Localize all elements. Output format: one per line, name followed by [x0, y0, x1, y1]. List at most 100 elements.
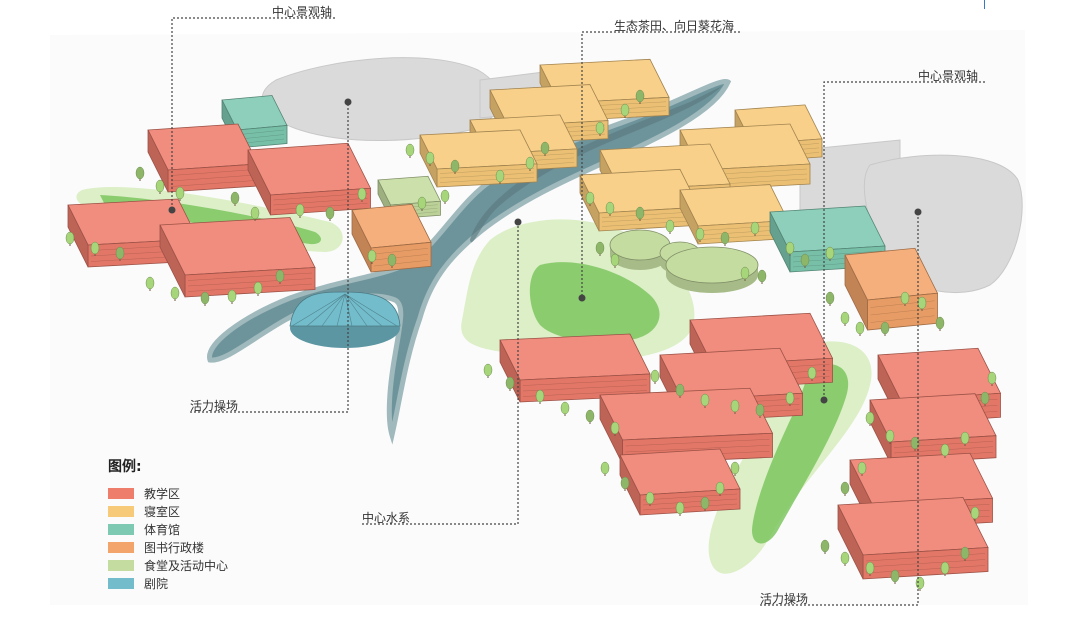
tree-icon	[645, 491, 655, 506]
tree-icon	[425, 151, 435, 166]
tree-icon	[560, 401, 570, 416]
tree-icon	[595, 241, 605, 256]
tree-icon	[820, 539, 830, 554]
teaching-block-2	[247, 142, 372, 216]
dining-pavilion-3	[665, 246, 759, 293]
dorm-block-4	[419, 129, 538, 188]
legend-swatch	[108, 559, 134, 571]
tree-icon	[230, 191, 240, 206]
tree-icon	[610, 253, 620, 268]
tree-icon	[700, 496, 710, 511]
tree-icon	[700, 393, 710, 408]
legend-swatch	[108, 577, 134, 589]
tree-icon	[295, 203, 305, 218]
tree-icon	[865, 411, 875, 426]
tree-icon	[450, 159, 460, 174]
tree-icon	[540, 141, 550, 156]
tree-icon	[730, 399, 740, 414]
tree-icon	[970, 506, 980, 521]
sunflower-field-core	[752, 363, 849, 544]
tree-icon	[855, 321, 865, 336]
teaching-block-9	[619, 448, 741, 516]
tree-icon	[635, 206, 645, 221]
legend-item-theater: 剧院	[108, 574, 228, 592]
teaching-block-11	[869, 393, 997, 465]
legend-item-dorm: 寝室区	[108, 502, 228, 520]
tree-icon	[750, 221, 760, 236]
legend-label: 教学区	[144, 486, 181, 501]
tree-icon	[940, 443, 950, 458]
central-water-inner	[470, 86, 722, 243]
legend-label: 图书行政楼	[144, 540, 205, 555]
tree-icon	[720, 231, 730, 246]
label-sports-bottom: 活力操场	[760, 592, 809, 606]
tree-icon	[595, 121, 605, 136]
dot-sports-left	[344, 98, 352, 106]
tree-icon	[115, 246, 125, 261]
tree-icon	[145, 276, 155, 291]
gym-top-left	[221, 95, 288, 149]
tree-icon	[610, 421, 620, 436]
tree-icon	[757, 269, 767, 284]
tree-icon	[825, 246, 835, 261]
tree-icon	[960, 546, 970, 561]
tree-icon	[825, 291, 835, 306]
legend-swatch	[108, 541, 134, 553]
legend-item-sports: 体育馆	[108, 520, 228, 538]
tree-icon	[890, 569, 900, 584]
tree-icon	[65, 231, 75, 246]
dining-pavilion-1	[609, 229, 671, 270]
dot-sports-bottom	[914, 208, 922, 216]
label-central-axis-right: 中心景观轴	[918, 69, 979, 83]
teaching-block-7	[499, 333, 651, 403]
legend-swatch	[108, 505, 134, 517]
legend-item-dining: 食堂及活动中心	[108, 556, 228, 574]
tree-icon	[800, 253, 810, 268]
tree-icon	[357, 187, 367, 202]
tree-icon	[227, 289, 237, 304]
dot-central-axis-right	[820, 396, 828, 404]
tree-icon	[440, 189, 450, 204]
label-central-water: 中心水系	[362, 511, 411, 525]
library-left	[351, 203, 432, 273]
tree-icon	[857, 461, 867, 476]
tree-icon	[865, 561, 875, 576]
tree-icon	[155, 179, 165, 194]
tree-icon	[605, 201, 615, 216]
tree-icon	[987, 371, 997, 386]
tree-icon	[807, 366, 817, 381]
legend-label: 食堂及活动中心	[144, 558, 229, 573]
tree-icon	[650, 369, 660, 384]
leader-tea-sunflower	[581, 31, 740, 298]
tree-icon	[175, 186, 185, 201]
tree-icon	[250, 206, 260, 221]
tree-icon	[840, 551, 850, 566]
theater-dome	[289, 291, 401, 348]
tree-icon	[785, 241, 795, 256]
tree-icon	[917, 296, 927, 311]
library-right	[844, 247, 939, 331]
tree-icon	[755, 403, 765, 418]
tree-icon	[880, 321, 890, 336]
leader-sports-bottom	[760, 212, 919, 606]
dot-central-axis-top	[168, 206, 176, 214]
legend-item-library: 图书行政楼	[108, 538, 228, 556]
map-legend: 图例: 教学区 寝室区 体育馆 图书行政楼 食堂及活动中心 剧院	[108, 456, 228, 592]
tree-icon	[900, 291, 910, 306]
legend-label: 剧院	[144, 576, 169, 591]
tree-icon	[840, 481, 850, 496]
tree-icon	[620, 476, 630, 491]
tree-icon	[387, 253, 397, 268]
legend-label: 体育馆	[144, 522, 181, 537]
dorm-block-9	[679, 184, 789, 245]
tree-icon	[910, 436, 920, 451]
label-tea-sunflower: 生态茶田、向日葵花海	[614, 19, 735, 33]
tree-icon	[960, 431, 970, 446]
tree-icon	[505, 376, 515, 391]
tree-icon	[840, 311, 850, 326]
tree-icon	[600, 461, 610, 476]
tree-icon	[525, 156, 535, 171]
tree-icon	[675, 383, 685, 398]
legend-title: 图例:	[108, 459, 142, 475]
